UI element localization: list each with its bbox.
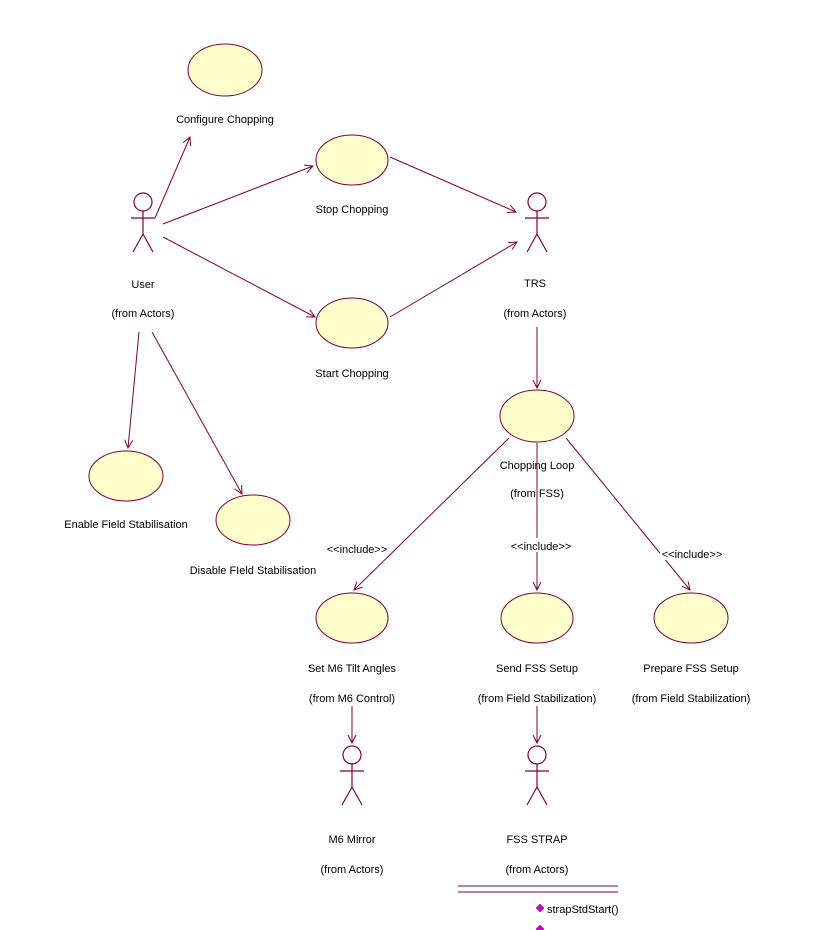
usecase-label: Disable FIeld Stabilisation [190, 565, 317, 577]
actor-fss-strap[interactable]: FSS STRAP (from Actors) [506, 745, 569, 876]
usecase-chopping-loop[interactable]: Chopping Loop (from FSS) [499, 389, 575, 500]
assoc-user-configure-chopping[interactable] [154, 135, 191, 219]
assoc-user-stop-chopping[interactable] [162, 164, 315, 225]
usecase-from-label: (from Field Stabilization) [478, 693, 597, 705]
actor-leg-icon [536, 786, 548, 806]
actor-head-icon [527, 745, 547, 765]
stereotype-labels: <<include>> <<include>> <<include>> [325, 538, 724, 561]
operation-icon [535, 903, 545, 913]
usecase-label: Set M6 Tilt Angles [308, 663, 397, 675]
actor-from-label: (from Actors) [112, 308, 175, 320]
usecase-label: Send FSS Setup [496, 663, 578, 675]
usecase-ellipse[interactable] [499, 389, 575, 443]
operation-icon-partial [535, 924, 545, 930]
actor-user[interactable]: User (from Actors) [112, 192, 175, 320]
actor-m6-mirror[interactable]: M6 Mirror (from Actors) [321, 745, 384, 876]
stereotype-halo [509, 538, 573, 552]
include-chopping-loop-set-m6-tilt-angles[interactable] [353, 437, 510, 591]
usecase-from-label: (from FSS) [510, 488, 564, 500]
assoc-stop-chopping-trs[interactable] [389, 156, 518, 213]
actor-label: FSS STRAP [506, 834, 567, 846]
usecase-ellipse[interactable] [88, 450, 164, 502]
assoc-user-enable-field-stabilisation[interactable] [124, 331, 140, 450]
actor-from-label: (from Actors) [504, 308, 567, 320]
usecase-ellipse[interactable] [653, 592, 729, 644]
usecase-label: Chopping Loop [500, 460, 575, 472]
class-operations-compartment[interactable]: strapStdStart() [458, 885, 619, 930]
include-chopping-loop-prepare-fss-setup[interactable] [565, 437, 691, 591]
relationships [124, 135, 691, 745]
usecase-prepare-fss-setup[interactable]: Prepare FSS Setup (from Field Stabilizat… [632, 592, 751, 705]
usecase-label: Stop Chopping [316, 204, 389, 216]
usecase-send-fss-setup[interactable]: Send FSS Setup (from Field Stabilization… [478, 592, 597, 705]
actor-leg-icon [526, 786, 538, 806]
usecase-set-m6-tilt-angles[interactable]: Set M6 Tilt Angles (from M6 Control) [308, 592, 397, 705]
actor-head-icon [342, 745, 362, 765]
usecase-configure-chopping[interactable]: Configure Chopping [176, 43, 274, 126]
usecase-disable-field-stabilisation[interactable]: Disable FIeld Stabilisation [190, 494, 317, 577]
usecase-stop-chopping[interactable]: Stop Chopping [315, 134, 389, 216]
assoc-user-disable-field-stabilisation[interactable] [151, 331, 243, 495]
assoc-user-start-chopping[interactable] [162, 236, 316, 318]
actor-leg-icon [341, 786, 353, 806]
usecase-ellipse[interactable] [315, 592, 389, 644]
actor-leg-icon [132, 233, 144, 253]
usecase-ellipse[interactable] [500, 592, 574, 644]
usecase-ellipse[interactable] [215, 494, 291, 546]
usecase-enable-field-stabilisation[interactable]: Enable Field Stabilisation [64, 450, 188, 531]
actor-leg-icon [526, 233, 538, 253]
usecase-ellipse[interactable] [315, 134, 389, 186]
assoc-start-chopping-trs[interactable] [389, 241, 518, 318]
usecase-from-label: (from M6 Control) [309, 693, 395, 705]
stereotype-halo [325, 541, 389, 555]
usecase-from-label: (from Field Stabilization) [632, 693, 751, 705]
usecase-ellipse[interactable] [315, 297, 389, 349]
usecase-label: Prepare FSS Setup [643, 663, 738, 675]
actor-head-icon [527, 192, 547, 212]
actor-label: M6 Mirror [328, 834, 375, 846]
include-stereotype-3: <<include>> [662, 549, 723, 561]
actor-leg-icon [351, 786, 363, 806]
actor-head-icon [133, 192, 153, 212]
include-stereotype-1: <<include>> [327, 544, 388, 556]
actor-label: User [131, 279, 155, 291]
usecase-label: Enable Field Stabilisation [64, 519, 188, 531]
operation-label: strapStdStart() [547, 904, 619, 916]
usecase-label: Start Chopping [315, 368, 388, 380]
stereotype-halo [660, 546, 724, 560]
actor-leg-icon [142, 233, 154, 253]
include-stereotype-2: <<include>> [511, 541, 572, 553]
actor-leg-icon [536, 233, 548, 253]
actor-label: TRS [524, 278, 546, 290]
actor-from-label: (from Actors) [321, 864, 384, 876]
usecase-ellipse[interactable] [187, 43, 263, 97]
usecase-start-chopping[interactable]: Start Chopping [315, 297, 389, 380]
actor-trs[interactable]: TRS (from Actors) [504, 192, 567, 320]
usecase-label: Configure Chopping [176, 114, 274, 126]
actor-from-label: (from Actors) [506, 864, 569, 876]
